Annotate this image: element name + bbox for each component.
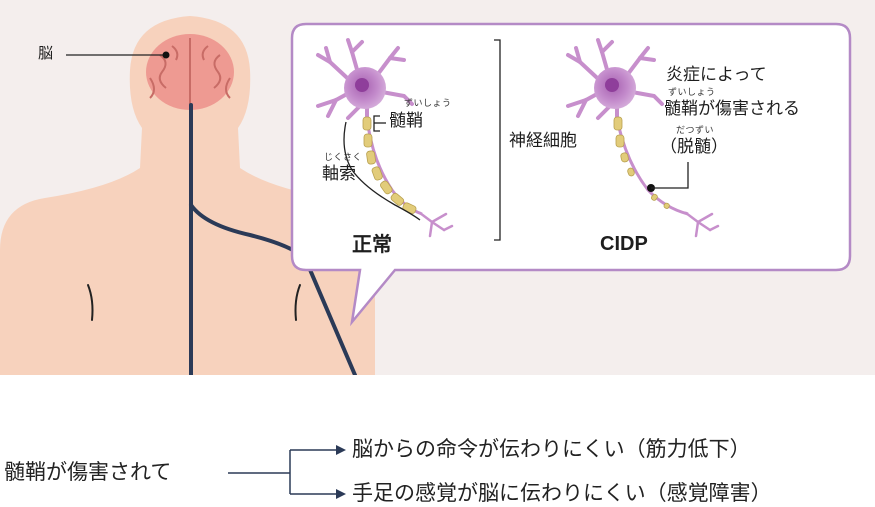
axon-bracket — [343, 121, 421, 221]
myelin-label: 髄鞘 — [389, 111, 423, 131]
body-illustration — [0, 0, 875, 375]
demyelination-label: （脱髄） — [660, 137, 728, 157]
demyelination-ruby: だつずい — [676, 126, 715, 136]
brain-shape — [146, 34, 234, 110]
cidp-label: CIDP — [600, 233, 648, 255]
normal-label: 正常 — [352, 232, 392, 256]
axon-label: 軸索 — [322, 164, 356, 184]
arrow-head-lower — [336, 489, 346, 499]
damaged-ruby: ずいしょう — [668, 88, 716, 98]
normal-neuron — [316, 38, 454, 238]
effect-sensory-text: 手足の感覚が脳に伝わりにくい（感覚障害） — [352, 481, 772, 505]
effect-motor-text: 脳からの命令が伝わりにくい（筋力低下） — [352, 437, 751, 461]
nerve-cell-bracket — [494, 39, 501, 241]
cause-text: 髄鞘が傷害されて — [4, 460, 172, 484]
speech-bubble — [290, 22, 852, 327]
demyelination-pointer — [651, 162, 689, 189]
arrow-head-upper — [336, 445, 346, 455]
damaged-label: 髄鞘が傷害される — [664, 99, 800, 119]
nerve-cell-label: 神経細胞 — [509, 131, 577, 151]
brain-label: 脳 — [38, 44, 54, 62]
myelin-ruby: ずいしょう — [404, 99, 452, 109]
body-silhouette — [0, 16, 375, 375]
brain-pointer-dot — [162, 51, 170, 59]
axon-ruby: じくさく — [324, 153, 363, 163]
inflammation-label: 炎症によって — [666, 65, 767, 85]
consequence-arrows — [228, 445, 346, 499]
myelin-bracket — [373, 115, 386, 132]
